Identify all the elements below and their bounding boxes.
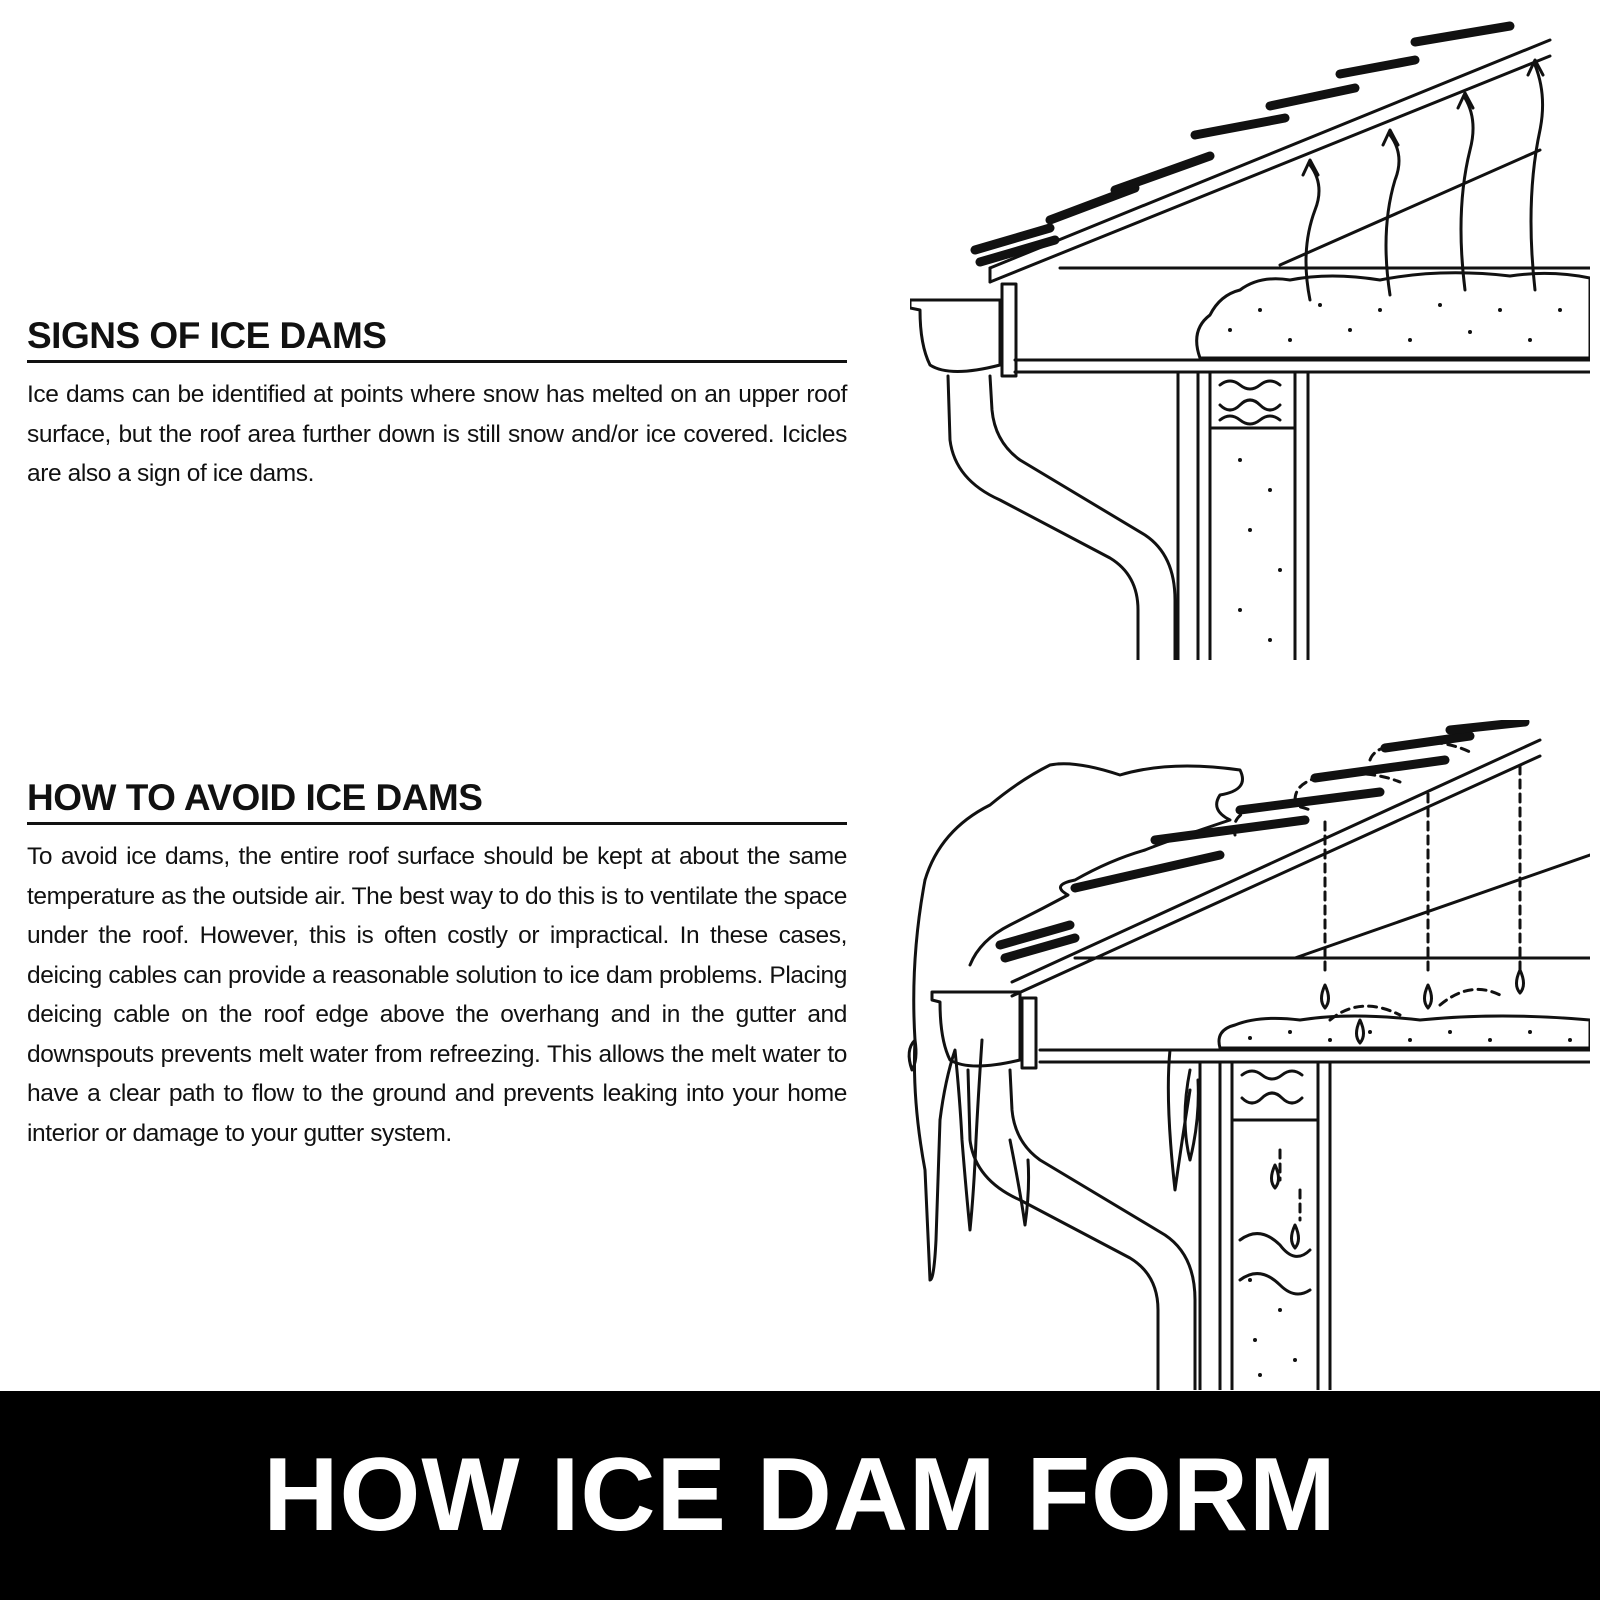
avoid-heading: HOW TO AVOID ICE DAMS — [27, 776, 847, 825]
avoid-section: HOW TO AVOID ICE DAMS To avoid ice dams,… — [27, 776, 847, 1153]
ice-dam-illustration — [907, 720, 1590, 1390]
roof-heat-loss-illustration — [910, 21, 1590, 660]
signs-body: Ice dams can be identified at points whe… — [27, 381, 847, 487]
banner-title: HOW ICE DAM FORM — [263, 1437, 1337, 1553]
avoid-body: To avoid ice dams, the entire roof surfa… — [27, 843, 847, 1147]
signs-section: SIGNS OF ICE DAMS Ice dams can be identi… — [27, 314, 847, 494]
title-banner: HOW ICE DAM FORM — [0, 1391, 1600, 1600]
signs-heading: SIGNS OF ICE DAMS — [27, 314, 847, 363]
